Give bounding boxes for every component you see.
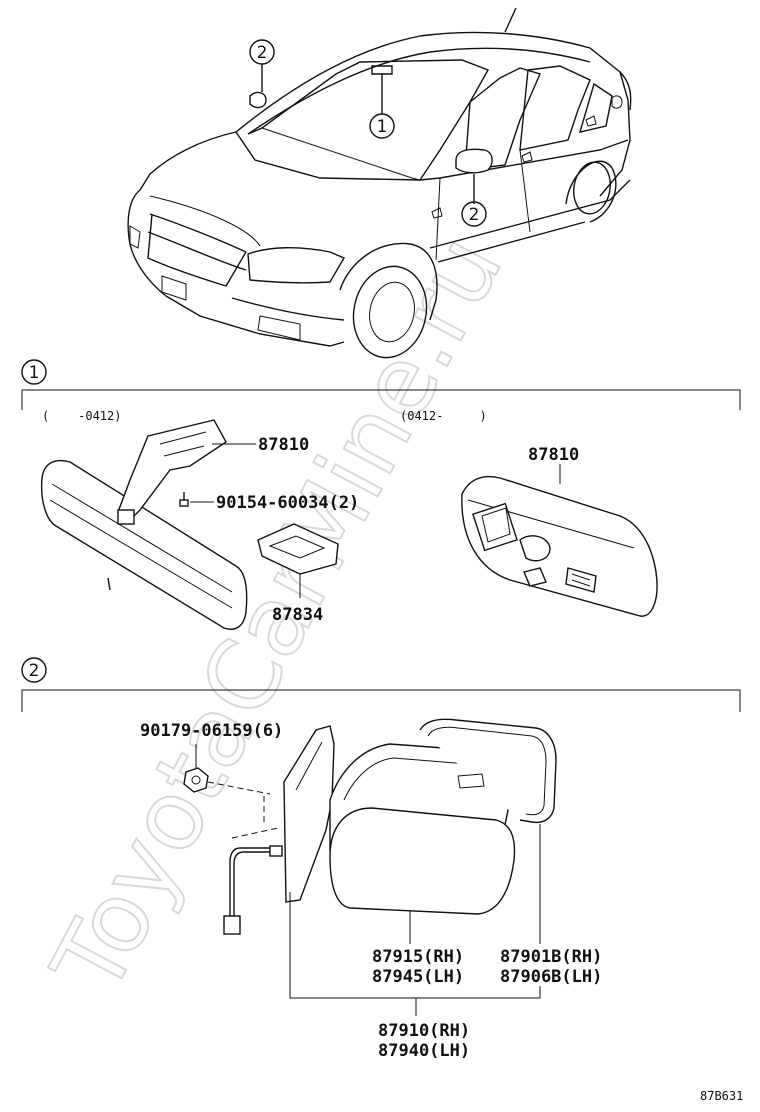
part-87834: 87834 [272,605,323,625]
svg-text:2: 2 [469,205,480,225]
part-87915-rh: 87915(RH) [372,947,464,967]
part-87910-rh: 87910(RH) [378,1021,470,1041]
part-87940-lh: 87940(LH) [378,1041,470,1061]
part-87945-lh: 87945(LH) [372,967,464,987]
svg-text:2: 2 [29,661,40,681]
inner-mirror-early [40,419,256,630]
mirror-glass [419,718,557,944]
diagram-code: 87B631 [700,1089,743,1103]
mirror-cover-87834 [257,523,339,598]
outer-mirror-base [269,725,335,903]
part-87901b-rh: 87901B(RH) [500,947,602,967]
svg-text:1: 1 [377,117,388,137]
callout-circle: 2 [461,201,487,227]
section-2-marker: 2 [21,657,47,683]
callout-circle: 2 [249,39,275,65]
part-nut-90179: 90179-06159(6) [140,721,283,741]
car-illustration [127,7,632,359]
range-right-label: (0412- ) [400,409,487,423]
part-bolt-90154: 90154-60034(2) [216,493,359,513]
svg-text:1: 1 [29,363,40,383]
callout-circle: 1 [369,113,395,139]
mirror-wire-connector [223,847,282,935]
inner-mirror-late [461,464,658,617]
part-87906b-lh: 87906B(LH) [500,967,602,987]
part-87810-early: 87810 [258,435,309,455]
svg-text:2: 2 [257,43,268,63]
section-1-marker: 1 [21,359,47,385]
outer-mirror-body [329,743,516,944]
range-left-label: ( -0412) [42,409,121,423]
part-87810-late: 87810 [528,445,579,465]
guide-line [231,827,279,839]
assembly-bracket [289,892,541,999]
guide-line [207,781,271,795]
section-2-bracket [21,689,741,712]
nut [183,767,209,793]
section-1-bracket [21,389,741,410]
